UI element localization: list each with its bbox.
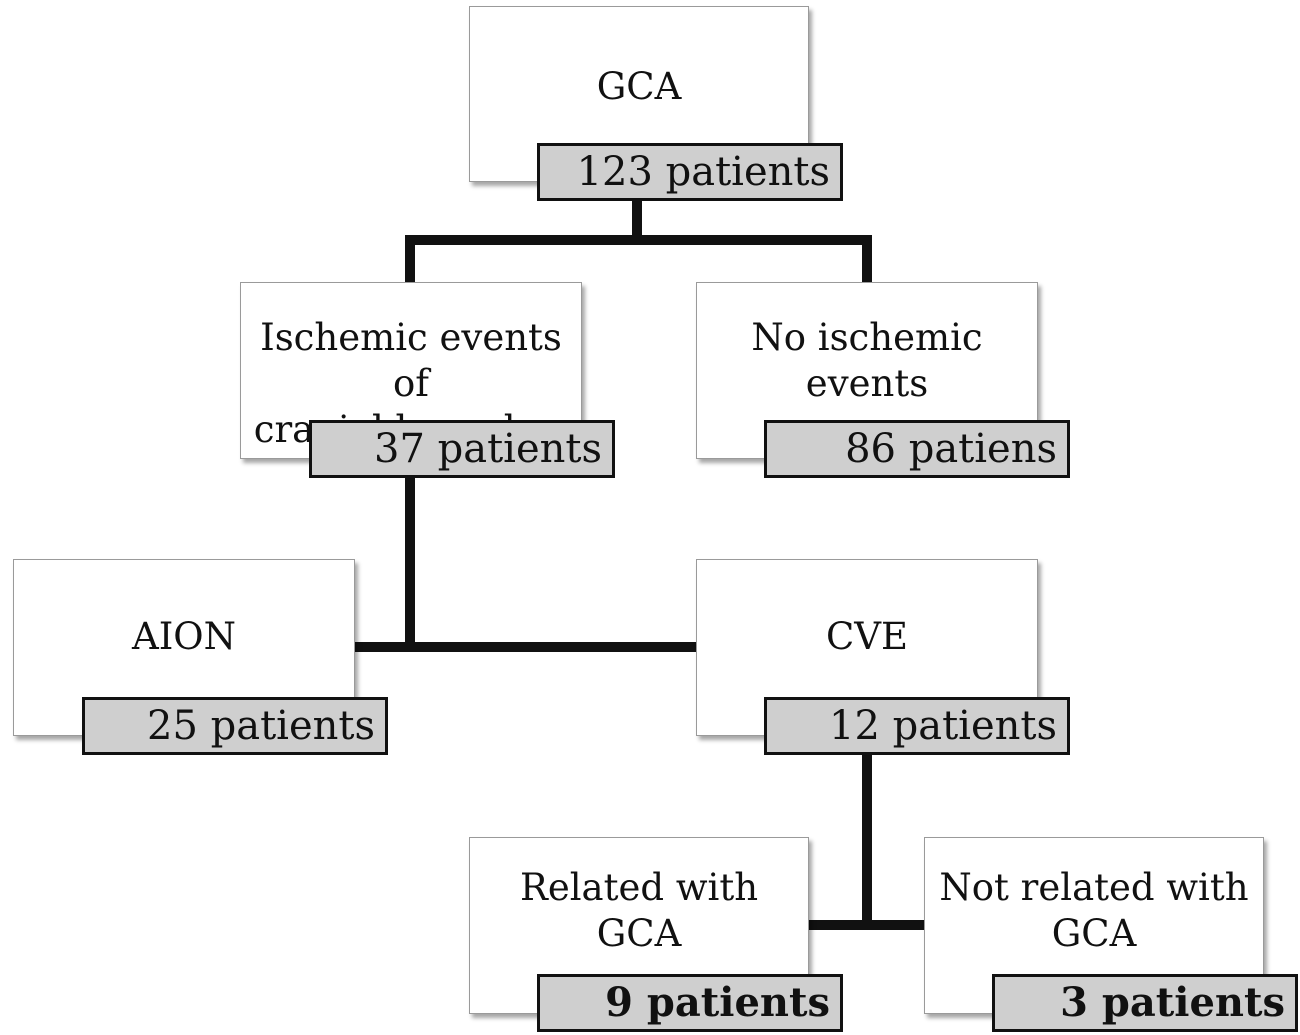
node-related-with-gca-label: Related with GCA xyxy=(519,866,759,955)
node-related-with-gca-count: 9 patients xyxy=(537,974,843,1032)
node-no-ischemic-events-count: 86 patiens xyxy=(764,420,1070,478)
node-not-related-with-gca-count: 3 patients xyxy=(992,974,1298,1032)
node-gca-label: GCA xyxy=(596,65,682,108)
node-gca-count: 123 patients xyxy=(537,143,843,201)
node-aion-label: AION xyxy=(131,615,237,658)
node-ischemic-events-count: 37 patients xyxy=(309,420,615,478)
node-no-ischemic-events-label: No ischemic events xyxy=(751,316,983,405)
node-cve-count: 12 patients xyxy=(764,697,1070,755)
node-cve-label: CVE xyxy=(825,615,909,658)
node-not-related-with-gca-label: Not related with GCA xyxy=(939,866,1249,955)
node-aion-count: 25 patients xyxy=(82,697,388,755)
